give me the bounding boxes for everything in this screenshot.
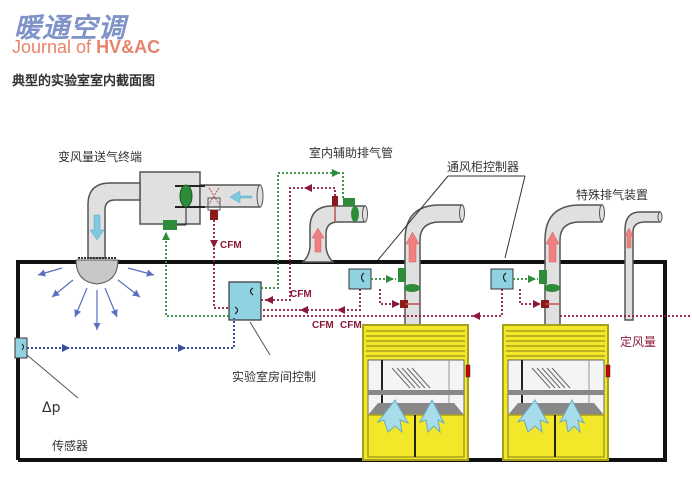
diffuser-airflow-arrows xyxy=(37,267,155,330)
ceiling-diffuser xyxy=(75,259,119,285)
fume-hood-2 xyxy=(502,324,611,461)
hood1-airflow-arrow-left xyxy=(376,399,410,434)
diagram-title: 典型的实验室室内截面图 xyxy=(12,74,156,89)
sensor-signal-arrow-1 xyxy=(62,344,70,352)
pressure-sensor xyxy=(14,337,28,359)
sensor-leader-line xyxy=(26,354,79,399)
sensor-signal-line xyxy=(27,318,235,349)
supply-inflow-arrow xyxy=(229,190,253,204)
hood-controller-leader-line-1 xyxy=(377,175,449,261)
special-exhaust-duct xyxy=(624,211,663,321)
cfm-label-hood2: CFM xyxy=(340,320,362,331)
green-arrow-hood2 xyxy=(528,275,536,283)
cfm-arrow-aux-top xyxy=(304,184,312,192)
cfm-label-supply: CFM xyxy=(220,240,242,251)
fume-hood-1 xyxy=(362,324,471,461)
label-constant-volume: 定风量 xyxy=(620,335,657,349)
cfm-arrow-hood1-return xyxy=(337,306,345,314)
hood-controller-leader-line-2 xyxy=(504,175,526,259)
hood1-exhaust-duct xyxy=(398,204,465,326)
room-control-leader-line xyxy=(249,321,271,356)
cfm-arrow-aux xyxy=(265,296,273,304)
cfm-arrow-hood1 xyxy=(300,306,308,314)
green-arrow-vav xyxy=(162,232,170,240)
hood2-airflow-arrow-right xyxy=(558,398,586,434)
cfm-label-aux: CFM xyxy=(290,289,312,300)
hood1-exhaust-up-arrow xyxy=(405,231,420,263)
logo-en-prefix: Journal of xyxy=(12,37,97,57)
green-arrow-hood1 xyxy=(386,275,394,283)
label-vav-supply-terminal: 变风量送气终端 xyxy=(58,150,143,164)
logo-en-bold: HV&AC xyxy=(96,37,161,57)
sensor-signal-arrow-2 xyxy=(178,344,186,352)
supply-down-arrow xyxy=(89,214,105,241)
aux-exhaust-up-arrow xyxy=(311,227,325,253)
hood1-controller xyxy=(348,268,372,290)
cfm-arrow-hood2-valve xyxy=(533,300,541,308)
cfm-label-hood1: CFM xyxy=(312,320,334,331)
journal-logo-chinese: 暖通空调 xyxy=(14,13,126,44)
lab-room-controller xyxy=(228,281,262,321)
label-sensor: 传感器 xyxy=(52,439,89,453)
hood2-exhaust-duct xyxy=(539,204,605,326)
cfm-arrow-vav xyxy=(210,240,218,248)
label-special-exhaust: 特殊排气装置 xyxy=(576,188,649,202)
aux-exhaust-duct xyxy=(301,196,368,263)
vav-supply-duct xyxy=(87,171,264,259)
label-delta-p: Δp xyxy=(42,400,61,416)
hood1-airflow-arrow-right xyxy=(418,398,446,434)
cfm-arrow-hood2 xyxy=(472,312,480,320)
label-fume-hood-controller: 通风柜控制器 xyxy=(447,160,520,174)
special-exhaust-up-arrow xyxy=(624,227,634,249)
label-lab-room-control: 实验室房间控制 xyxy=(232,370,317,384)
journal-logo-english: Journal of HV&AC xyxy=(12,37,160,58)
cfm-arrow-hood1-valve xyxy=(392,300,400,308)
hood2-airflow-arrow-left xyxy=(516,399,550,434)
hood2-exhaust-up-arrow xyxy=(545,231,560,263)
hood2-controller xyxy=(490,268,514,290)
green-arrow-aux xyxy=(332,169,340,177)
label-room-aux-exhaust: 室内辅助排气管 xyxy=(309,146,394,160)
